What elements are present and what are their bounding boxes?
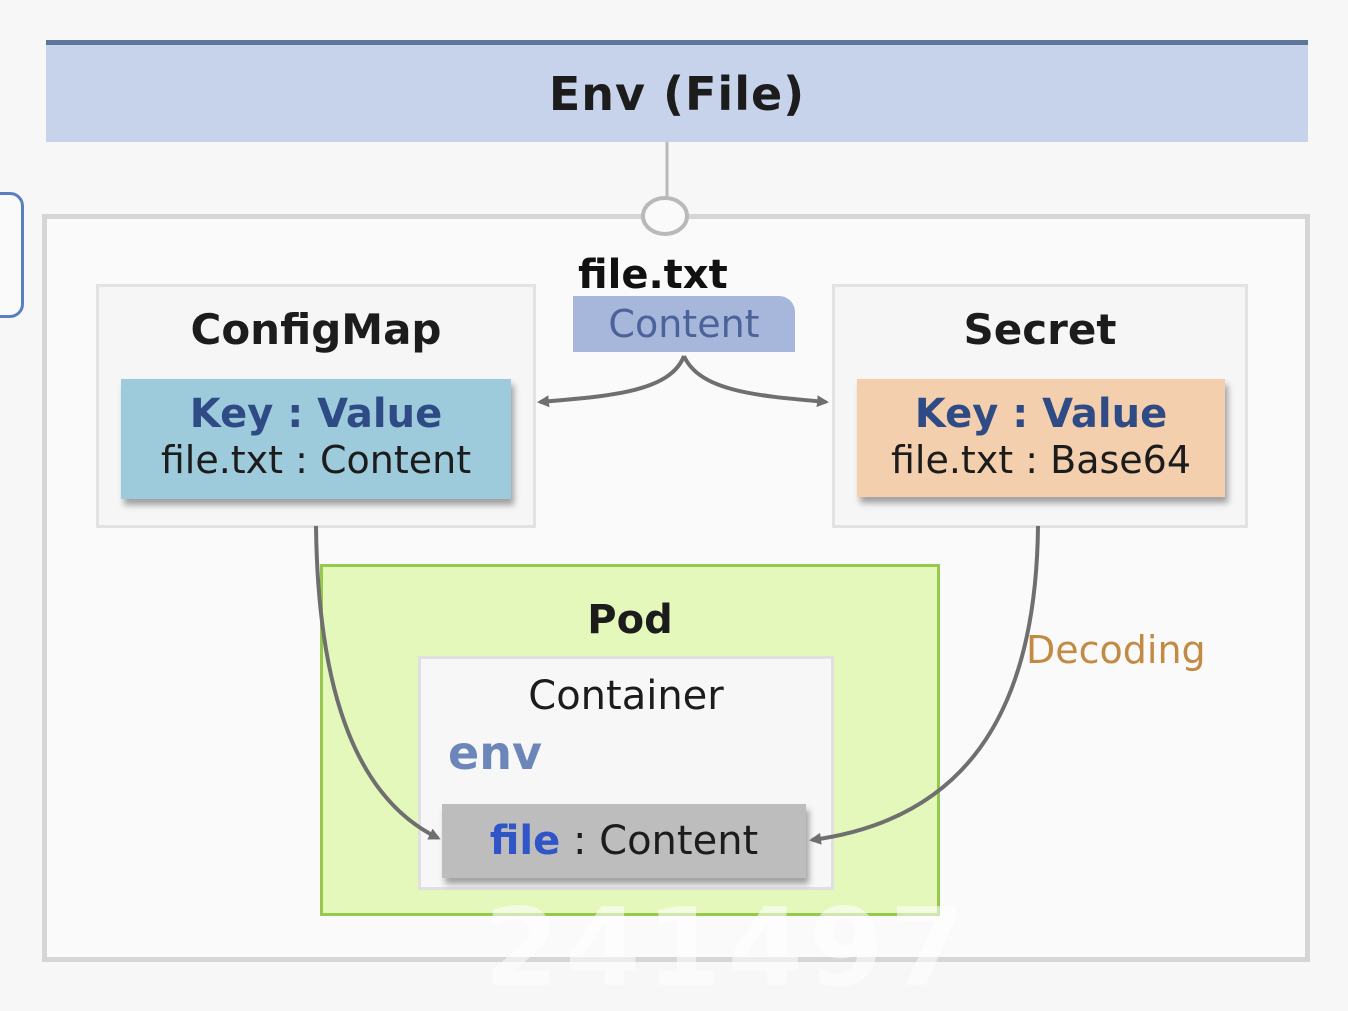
secret-kv-heading: Key : Value [914, 391, 1168, 437]
env-file-entry: file : Content [442, 804, 806, 878]
secret-to-file-arrow [809, 525, 1040, 845]
configmap-key-value-box: Key : Value file.txt : Content [121, 379, 511, 499]
env-file-separator: : [560, 818, 600, 864]
content-to-configmap-arrow [537, 355, 686, 408]
secret-title: Secret [963, 305, 1117, 354]
env-file-value: Content [599, 818, 759, 864]
env-file-key: file [489, 818, 561, 864]
diagram-title: Env (File) [548, 66, 806, 121]
source-file-name: file.txt [578, 252, 728, 298]
connector-layer [314, 142, 1040, 845]
env-label: env [448, 726, 542, 780]
source-content-tag: Content [573, 296, 795, 352]
container-title: Container [528, 673, 724, 719]
configmap-title: ConfigMap [190, 305, 442, 354]
content-to-secret-arrow [682, 355, 829, 408]
left-side-tab [0, 192, 24, 318]
title-banner: Env (File) [46, 40, 1308, 142]
configmap-entry: file.txt : Content [160, 438, 472, 482]
decoding-label: Decoding [1026, 628, 1206, 672]
secret-key-value-box: Key : Value file.txt : Base64 [857, 379, 1225, 497]
secret-entry: file.txt : Base64 [890, 438, 1192, 482]
pod-title: Pod [587, 597, 673, 643]
secret-panel: Secret Key : Value file.txt : Base64 [832, 284, 1248, 528]
configmap-kv-heading: Key : Value [189, 391, 443, 437]
connector-node-circle [641, 196, 689, 236]
configmap-to-file-arrow [314, 525, 441, 840]
configmap-panel: ConfigMap Key : Value file.txt : Content [96, 284, 536, 528]
